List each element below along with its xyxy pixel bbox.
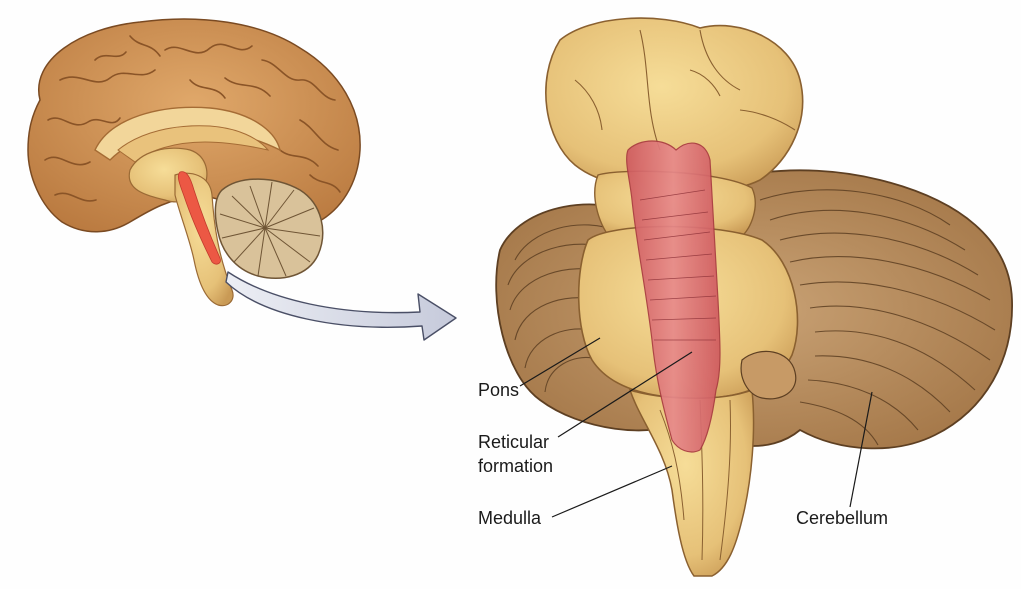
small-cerebellum-illustration: [214, 178, 324, 279]
reticular-formation-illustration: [626, 140, 721, 453]
label-medulla: Medulla: [478, 508, 542, 528]
pons-leader: [519, 337, 601, 387]
label-cerebellum: Cerebellum: [796, 508, 889, 528]
brain-sagittal-illustration: [27, 18, 361, 307]
curved-arrow-icon: [225, 271, 457, 341]
leader-lines: [519, 337, 873, 518]
label-pons: Pons: [478, 380, 520, 400]
cerebellum-leader: [849, 391, 873, 508]
label-reticular-line1: Reticular: [478, 432, 550, 452]
medulla-leader: [551, 465, 673, 518]
reticular-leader: [557, 351, 693, 438]
brainstem-illustration: [495, 17, 1013, 577]
label-reticular-line2: formation: [478, 456, 554, 476]
